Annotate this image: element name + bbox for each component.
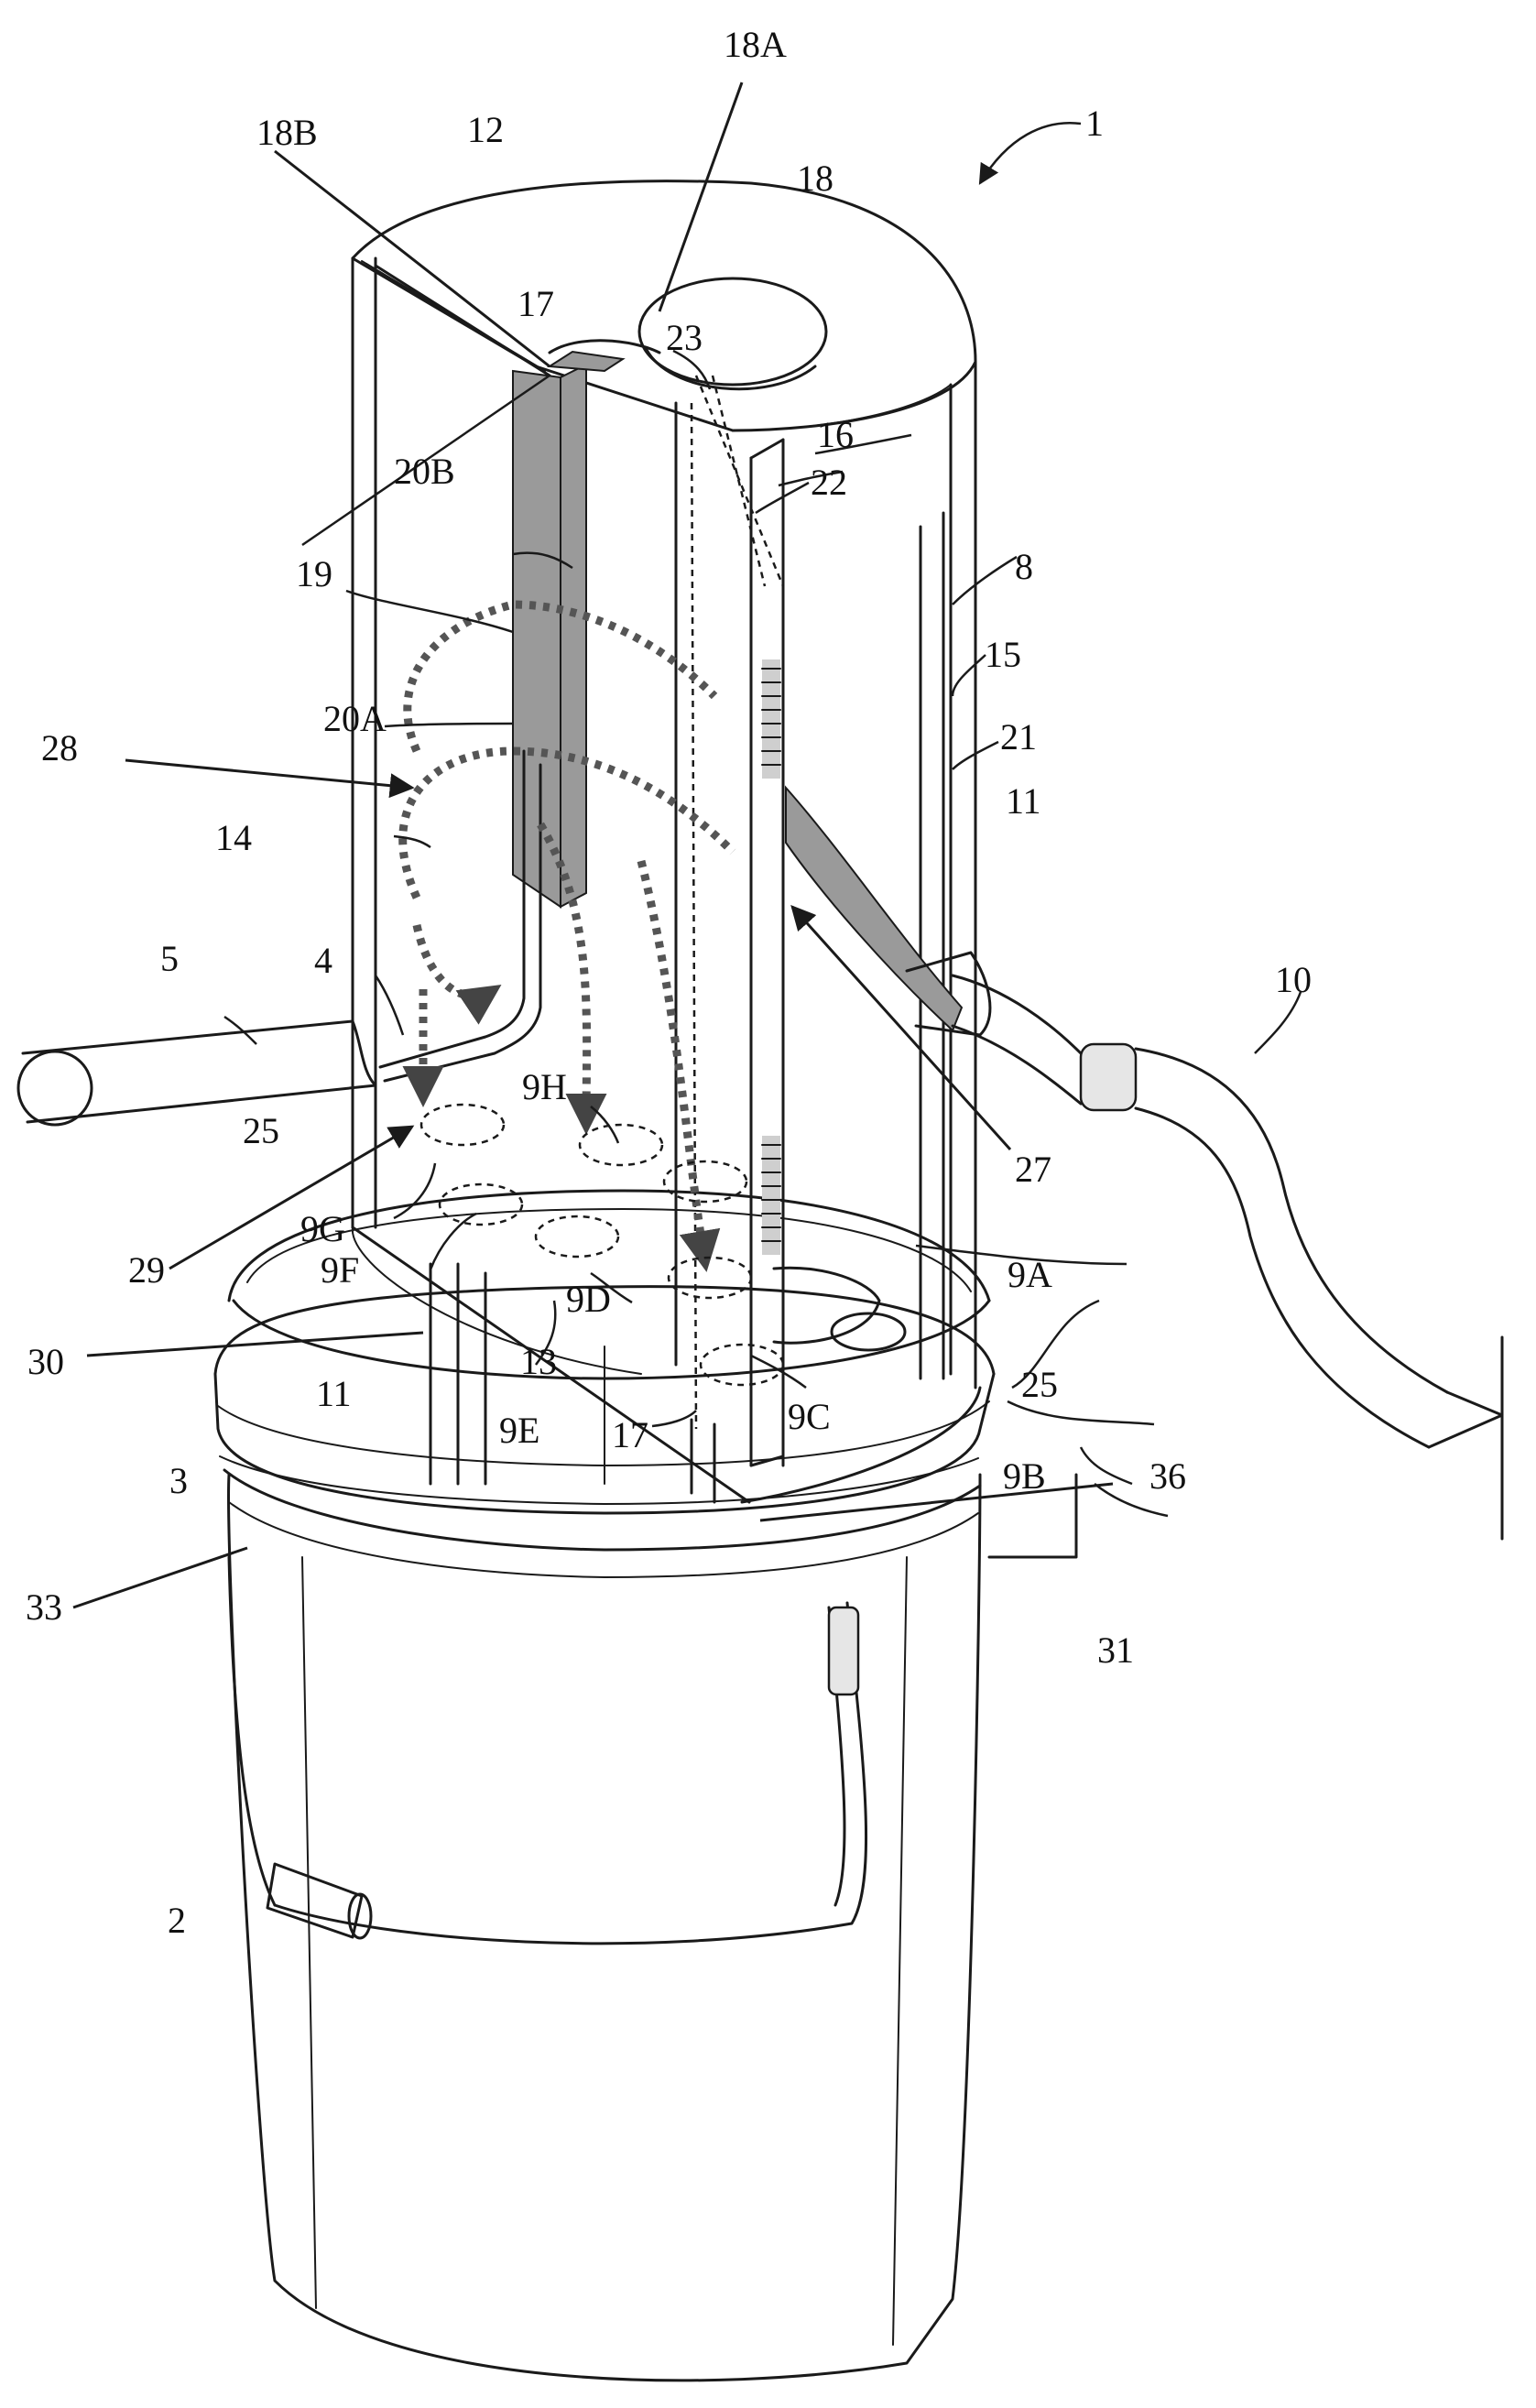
label-11a: 11 <box>1006 780 1041 822</box>
label-13: 13 <box>520 1341 557 1382</box>
label-22: 22 <box>811 462 847 503</box>
label-12: 12 <box>467 109 504 150</box>
label-14: 14 <box>215 817 252 858</box>
label-19: 19 <box>296 553 332 594</box>
label-18: 18 <box>797 158 833 199</box>
label-20B: 20B <box>394 451 455 492</box>
label-18B: 18B <box>256 112 318 153</box>
label-8: 8 <box>1015 546 1033 587</box>
label-2: 2 <box>168 1900 186 1941</box>
label-31: 31 <box>1097 1629 1134 1671</box>
label-9H: 9H <box>522 1066 567 1107</box>
label-9D: 9D <box>566 1279 611 1320</box>
label-36: 36 <box>1149 1455 1186 1497</box>
label-3: 3 <box>169 1460 188 1501</box>
label-17b: 17 <box>612 1414 648 1455</box>
label-27: 27 <box>1015 1149 1051 1190</box>
label-29: 29 <box>128 1249 165 1291</box>
label-23: 23 <box>666 317 703 358</box>
label-11b: 11 <box>316 1373 352 1414</box>
label-15: 15 <box>985 634 1021 675</box>
label-5: 5 <box>160 938 179 979</box>
leader-lines <box>73 82 1301 1607</box>
label-9B: 9B <box>1003 1455 1046 1497</box>
label-4: 4 <box>314 940 332 981</box>
label-21: 21 <box>1000 716 1037 757</box>
label-28: 28 <box>41 727 78 768</box>
label-9F: 9F <box>321 1249 359 1291</box>
label-1: 1 <box>1085 103 1104 144</box>
label-9G: 9G <box>300 1208 345 1249</box>
label-25b: 25 <box>1021 1364 1058 1405</box>
label-33: 33 <box>26 1586 62 1628</box>
label-10: 10 <box>1275 959 1312 1000</box>
label-9A: 9A <box>1008 1254 1052 1295</box>
inlet-tube <box>18 1021 376 1125</box>
label-30: 30 <box>27 1341 64 1382</box>
label-17a: 17 <box>517 283 554 324</box>
divider-wall <box>676 376 783 1466</box>
label-9C: 9C <box>788 1396 831 1437</box>
label-16: 16 <box>817 414 854 455</box>
label-18A: 18A <box>724 24 787 65</box>
label-20A: 20A <box>323 698 387 739</box>
label-9E: 9E <box>499 1410 539 1451</box>
outlet-hose <box>786 788 1502 1539</box>
label-25a: 25 <box>243 1110 279 1151</box>
drain-holes <box>421 1105 783 1385</box>
